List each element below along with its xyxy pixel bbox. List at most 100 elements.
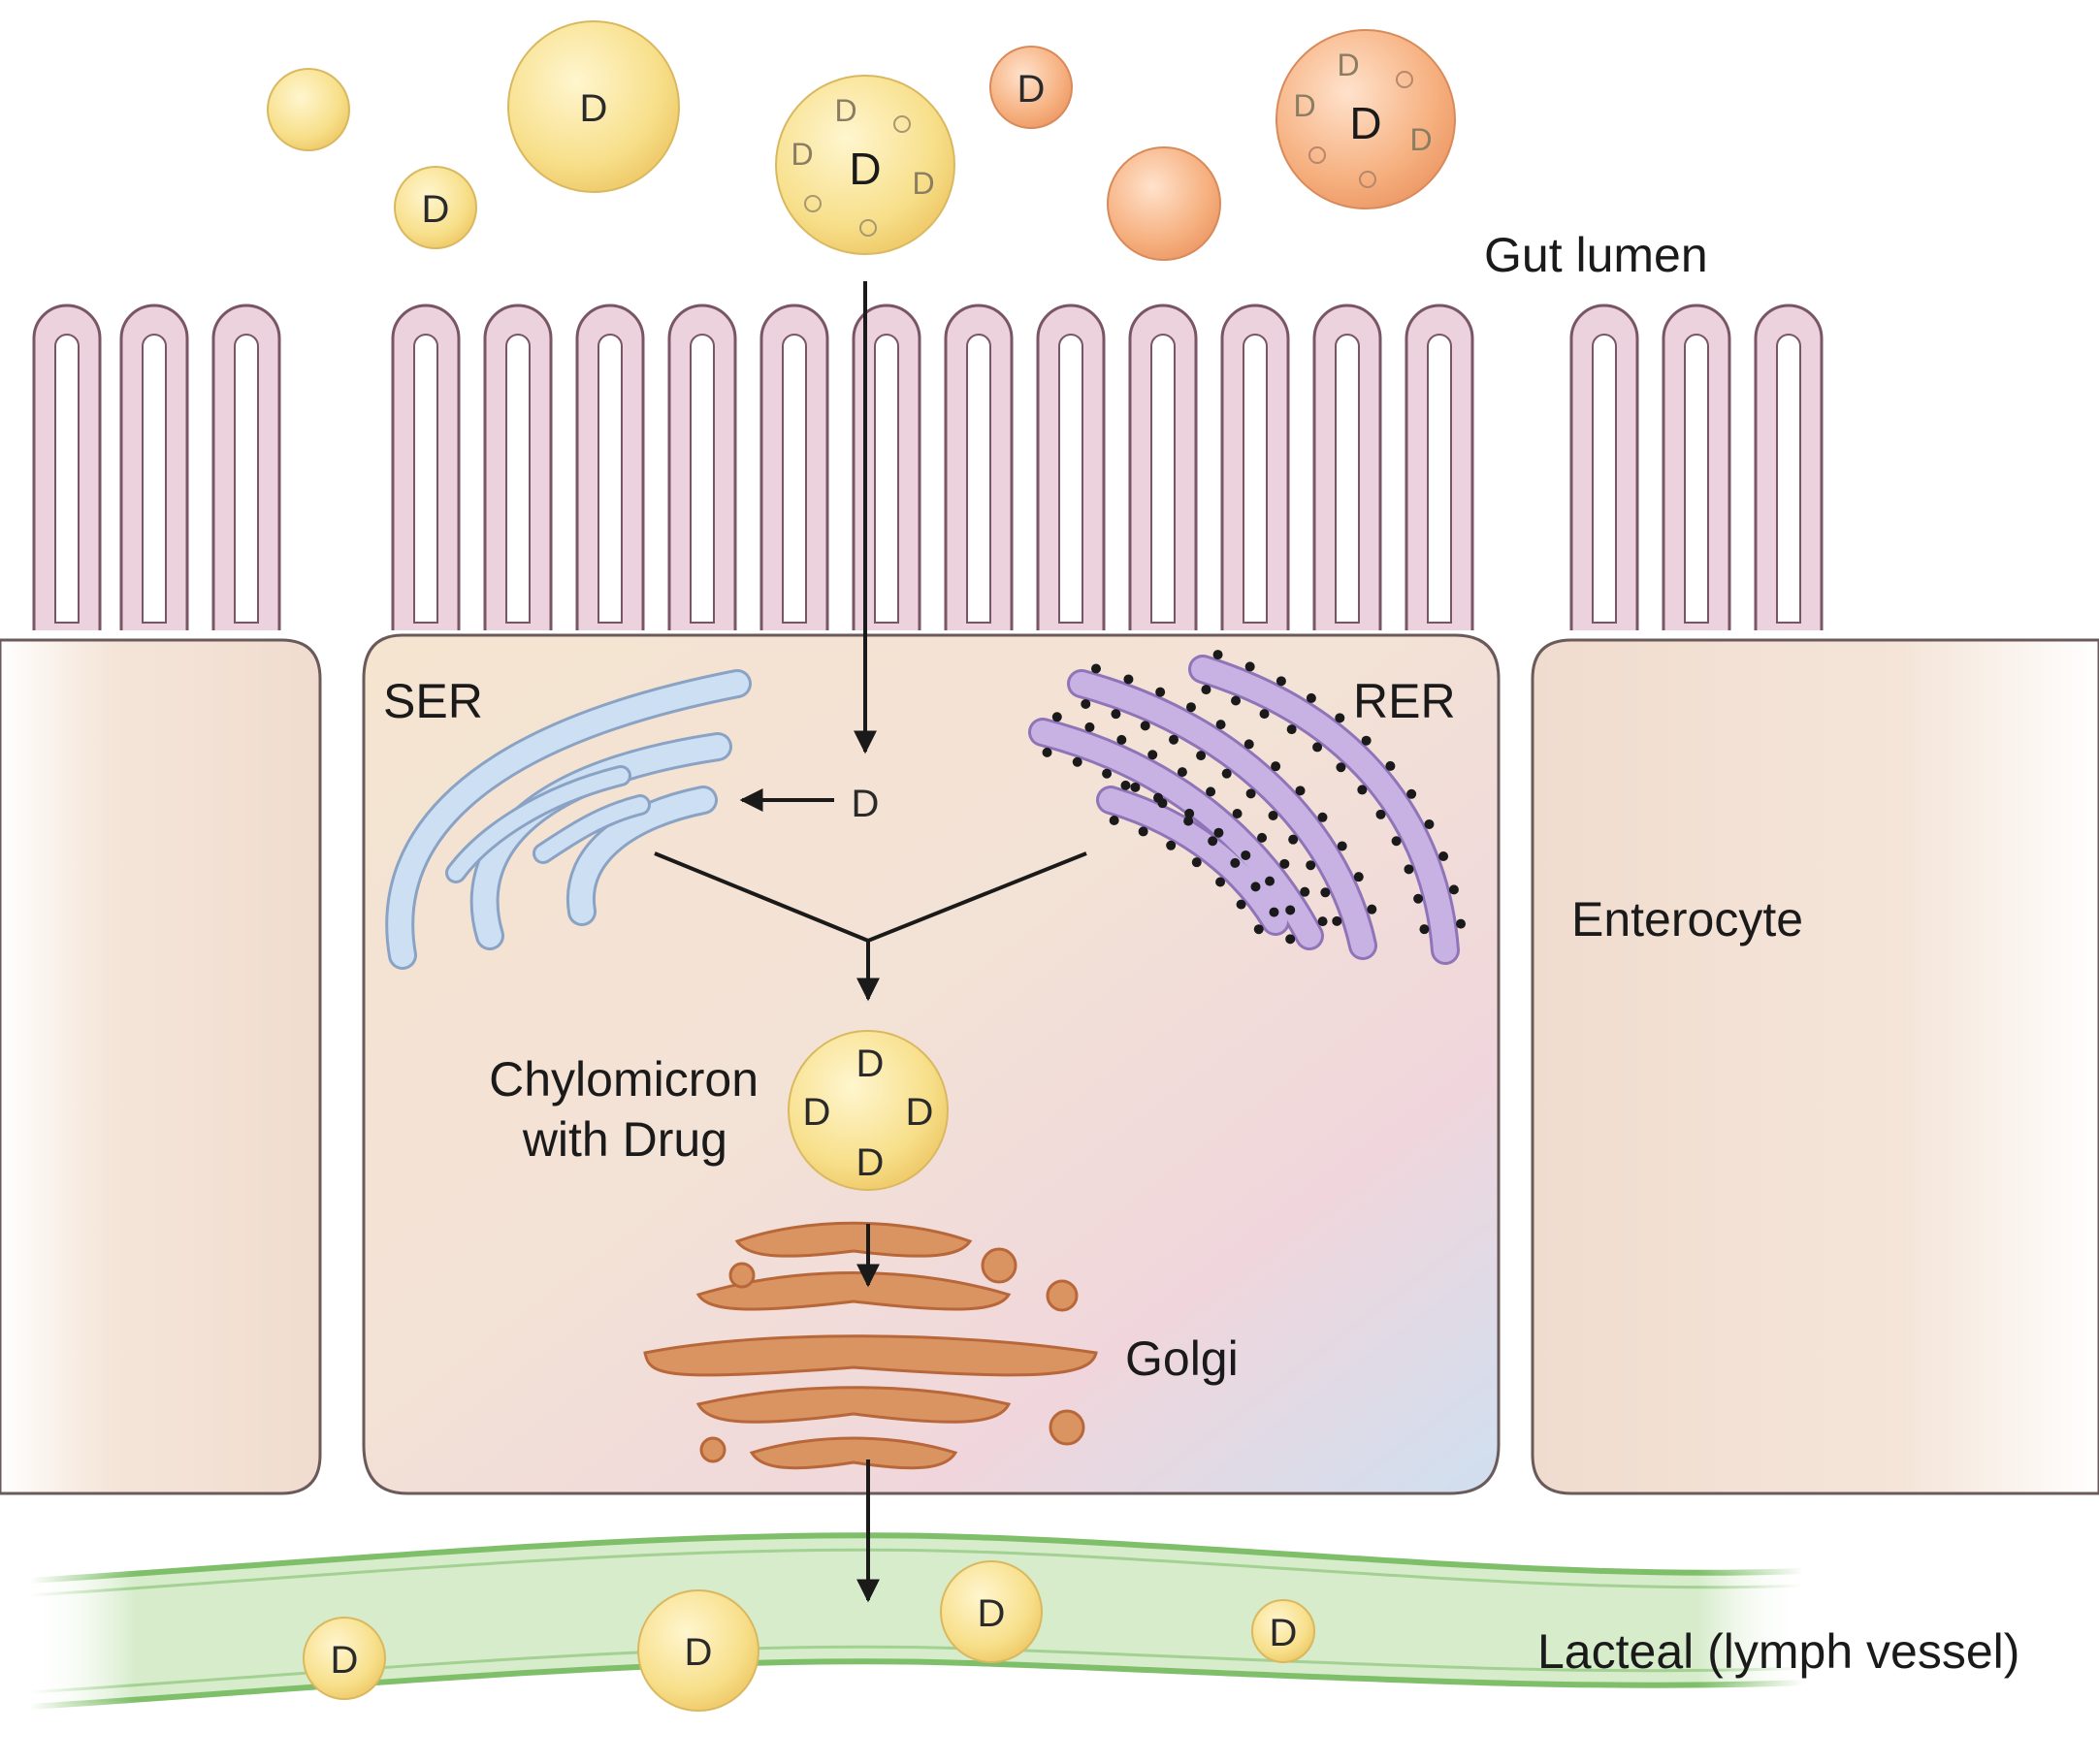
chylomicron-in-lymph: [1251, 1599, 1315, 1663]
ribosome-dots: [1042, 650, 1467, 945]
drug-label: D: [978, 1592, 1006, 1635]
ribosome: [1332, 915, 1342, 926]
microvillus-core: [1335, 334, 1360, 624]
ribosome: [1361, 735, 1372, 746]
lacteal-chylomicrons: D D D D: [303, 1560, 1315, 1712]
ribosome: [1312, 742, 1323, 753]
ribosome: [1153, 792, 1164, 803]
ribosome: [1243, 739, 1254, 750]
ribosome: [1253, 924, 1264, 935]
ribosome: [1245, 788, 1256, 799]
ribosome: [1147, 750, 1158, 760]
drug-label: D: [856, 1042, 885, 1085]
microvillus-core: [505, 334, 531, 624]
ribosome: [1320, 887, 1331, 898]
ribosome: [1201, 685, 1211, 695]
ribosome: [1081, 698, 1091, 709]
microvillus-core: [1243, 334, 1268, 624]
ribosome: [1155, 687, 1166, 697]
drug-label-faint: D: [1409, 122, 1432, 157]
drug-label: D: [803, 1091, 831, 1134]
ribosome: [1285, 905, 1296, 915]
chylomicron-in-lymph: [637, 1589, 759, 1712]
lipid-droplet: [1107, 146, 1221, 261]
ribosome: [1213, 827, 1224, 838]
ribosome: [1424, 818, 1435, 829]
golgi-apparatus: [643, 1221, 1098, 1470]
ribosome: [1215, 720, 1226, 730]
drug-label: D: [1270, 1612, 1298, 1654]
enterocyte-label: Enterocyte: [1571, 892, 1803, 946]
ribosome: [1185, 702, 1196, 713]
ribosome: [1208, 836, 1218, 847]
chylomicron-in-lymph: [940, 1560, 1043, 1663]
drug-label-faint: D: [1337, 48, 1359, 82]
microvillus-core: [966, 334, 991, 624]
ribosome: [1375, 809, 1386, 819]
ribosome: [1406, 788, 1417, 799]
ribosome: [1177, 767, 1187, 778]
ribosome: [1130, 782, 1141, 792]
ribosome: [1123, 674, 1134, 685]
ribosome: [1221, 768, 1232, 779]
ribosome: [1138, 826, 1148, 837]
ribosome: [1231, 695, 1242, 706]
ribosome: [1306, 860, 1316, 871]
microvillus-core: [597, 334, 623, 624]
cytoplasmic-drug-label: D: [852, 783, 880, 825]
ribosome: [1357, 785, 1368, 795]
ribosome: [1196, 751, 1207, 761]
ribosome: [1116, 734, 1127, 745]
chylomicron-label-line1: Chylomicron: [489, 1052, 759, 1107]
ribosome: [1367, 904, 1377, 914]
ribosome: [1259, 709, 1270, 720]
drug-label-faint: D: [791, 137, 813, 172]
rough-endoplasmic-reticulum: [1028, 650, 1467, 965]
ribosome: [1184, 808, 1195, 818]
ribosome: [1353, 872, 1364, 882]
ribosome: [1336, 762, 1346, 773]
ribosome: [1279, 858, 1290, 869]
ribosome: [1257, 832, 1268, 843]
microvillus-core: [874, 334, 899, 624]
ribosome: [1230, 857, 1241, 868]
drug-label: D: [906, 1091, 934, 1134]
ribosome: [1109, 816, 1119, 826]
rer-label: RER: [1353, 674, 1456, 728]
ribosome: [1268, 811, 1278, 821]
ribosome: [1404, 864, 1414, 875]
right-neighbor-enterocyte: [1531, 638, 2099, 1495]
drug-label: D: [422, 188, 450, 231]
ribosome: [1385, 760, 1396, 771]
lipid-droplet: [267, 68, 350, 151]
drug-label: D: [849, 144, 881, 194]
ribosome: [1276, 676, 1286, 687]
ribosome: [1051, 712, 1062, 722]
ribosome: [1191, 857, 1202, 868]
ribosome: [1335, 713, 1345, 723]
ribosome: [1391, 836, 1402, 847]
ribosome: [1084, 722, 1095, 732]
microvillus-core: [1427, 334, 1452, 624]
ribosome: [1140, 721, 1150, 731]
smooth-endoplasmic-reticulum: [385, 669, 752, 970]
ribosome: [1183, 816, 1194, 826]
chylomicron-label-line2: with Drug: [522, 1112, 727, 1167]
lumen-drug-droplets: D D D D D D D D D D D: [267, 20, 1456, 261]
golgi-label: Golgi: [1125, 1331, 1239, 1386]
drug-label-faint: D: [834, 93, 856, 128]
ribosome: [1166, 840, 1177, 850]
ribosome: [1413, 893, 1424, 904]
drug-label-faint: D: [912, 166, 934, 201]
ribosome: [1215, 877, 1226, 887]
ribosome: [1317, 916, 1328, 927]
microvillus-core: [1684, 334, 1709, 624]
ribosome: [1244, 661, 1255, 672]
drug-label: D: [685, 1631, 713, 1674]
lacteal-vessel: [28, 1532, 1805, 1710]
ribosome: [1288, 834, 1299, 845]
microvillus-core: [1058, 334, 1083, 624]
ribosome: [1111, 709, 1121, 720]
ribosome: [1250, 882, 1261, 892]
ribosome: [1300, 886, 1310, 897]
